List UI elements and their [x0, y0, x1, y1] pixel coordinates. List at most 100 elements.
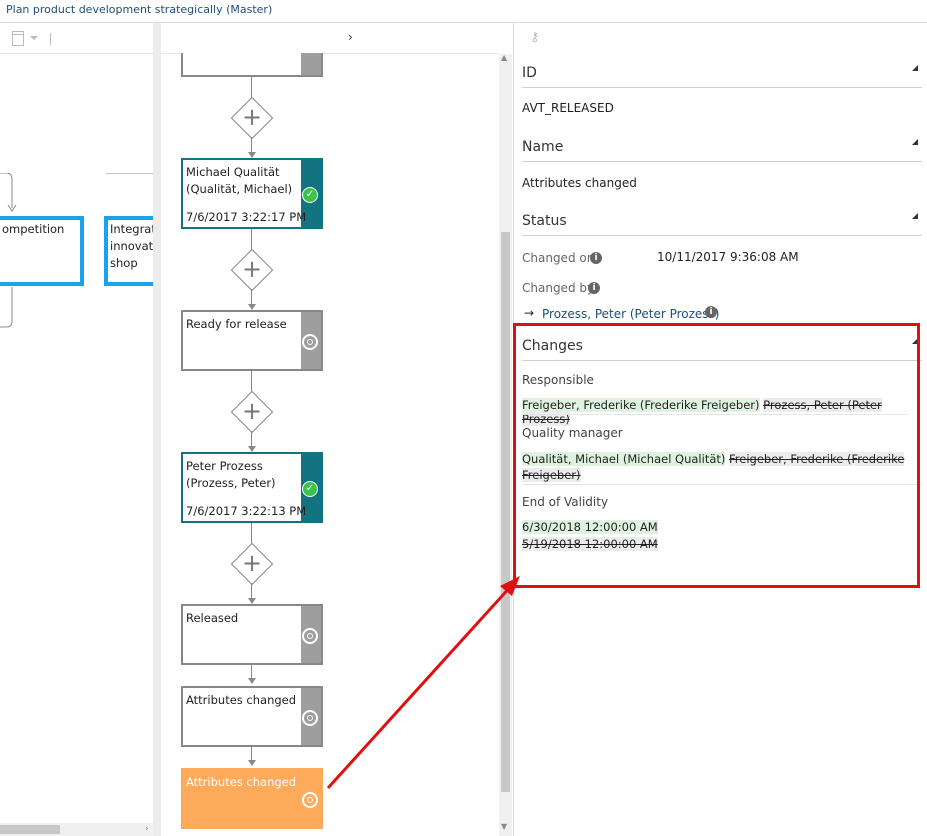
flow-step-attributes-changed[interactable]: Attributes changed: [181, 686, 323, 747]
title-bar: Plan product development strategically (…: [0, 0, 927, 23]
left-toolbar: [0, 23, 153, 54]
collapse-icon[interactable]: [912, 213, 918, 219]
pending-icon: [302, 333, 318, 350]
flow-connector: [251, 77, 252, 99]
section-title: Changes: [522, 338, 583, 354]
pending-icon: [302, 791, 318, 808]
section-header-name[interactable]: Name: [522, 135, 922, 162]
info-icon[interactable]: i: [705, 306, 717, 318]
flow-connector: [251, 289, 252, 305]
divider: [522, 484, 922, 485]
flow-connector: [251, 665, 252, 679]
change-old-value: Freigeber): [522, 468, 581, 482]
step-label: Michael Qualität (Qualität, Michael): [186, 165, 293, 196]
flow-connector: [251, 229, 252, 251]
arrow-down-icon: [248, 152, 256, 158]
horizontal-scrollbar[interactable]: ›: [0, 823, 153, 836]
section-title: Status: [522, 213, 567, 229]
scrollbar-thumb[interactable]: [501, 232, 510, 792]
key-icon[interactable]: ⚷: [530, 30, 540, 45]
changed-by-link[interactable]: Prozess, Peter (Peter Prozess): [542, 307, 720, 321]
chevron-right-icon[interactable]: ›: [145, 824, 149, 834]
section-title: Name: [522, 139, 564, 155]
process-box-competition[interactable]: ompetition: [0, 216, 84, 286]
section-header-id[interactable]: ID: [522, 61, 922, 88]
change-field-end-of-validity: End of Validity: [522, 495, 609, 509]
change-field-quality-manager: Quality manager: [522, 426, 623, 440]
flow-step-attributes-changed-current[interactable]: Attributes changed: [181, 768, 323, 829]
step-label: Peter Prozess (Prozess, Peter): [186, 459, 276, 490]
arrow-down-icon: [248, 678, 256, 684]
arrow-down-icon: [248, 304, 256, 310]
flow-connector: [251, 431, 252, 447]
info-icon[interactable]: i: [588, 282, 600, 294]
chevron-right-icon[interactable]: ›: [348, 30, 353, 44]
flow-step-previous[interactable]: [181, 53, 323, 77]
check-icon: ✓: [302, 480, 318, 497]
step-status-bar: [301, 53, 321, 75]
step-label: Attributes changed: [186, 775, 297, 789]
flow-step-michael-qualitaet[interactable]: Michael Qualität (Qualität, Michael) 7/6…: [181, 158, 323, 229]
pane-splitter[interactable]: [153, 23, 161, 836]
change-row-end-of-validity-old: 5/19/2018 12:00:00 AM: [522, 537, 658, 551]
changed-by-label: Changed by: [522, 281, 595, 295]
change-new-value: Qualität, Michael (Michael Qualität): [522, 452, 726, 466]
section-header-changes[interactable]: Changes: [522, 334, 922, 361]
plus-icon: +: [241, 549, 263, 577]
process-box-integrate[interactable]: Integrate innovatio shop: [104, 216, 164, 286]
arrow-down-icon: [248, 446, 256, 452]
scroll-down-icon[interactable]: ▼: [501, 822, 508, 831]
details-pane: ⚷ ID AVT_RELEASED Name Attributes change…: [513, 23, 927, 836]
change-row-responsible: Freigeber, Frederike (Frederike Freigebe…: [522, 398, 927, 426]
connector-lines: [0, 173, 153, 328]
arrow-right-icon: →: [524, 306, 535, 320]
scrollbar-thumb[interactable]: [0, 825, 60, 834]
scroll-up-icon[interactable]: ▲: [501, 53, 508, 62]
document-icon[interactable]: [12, 31, 24, 46]
divider: [522, 414, 908, 415]
plus-icon: +: [241, 397, 263, 425]
chevron-down-icon[interactable]: [30, 36, 38, 40]
flow-connector: [251, 137, 252, 153]
change-old-value: Freigeber, Frederike (Frederike: [729, 452, 905, 466]
toolbar-separator: [50, 33, 51, 45]
arrow-down-icon: [248, 760, 256, 766]
check-icon: ✓: [302, 186, 318, 203]
step-date: 7/6/2017 3:22:13 PM: [186, 504, 307, 518]
name-value: Attributes changed: [522, 176, 637, 190]
pending-icon: [302, 627, 318, 644]
window-title: Plan product development strategically (…: [6, 3, 273, 16]
arrow-down-icon: [248, 598, 256, 604]
collapse-icon[interactable]: [912, 139, 918, 145]
info-icon[interactable]: i: [590, 252, 602, 264]
flow-toolbar: [161, 23, 499, 54]
changed-on-value: 10/11/2017 9:36:08 AM: [657, 250, 799, 264]
flow-connector: [251, 747, 252, 761]
plus-icon: +: [241, 255, 263, 283]
left-pane: ompetition Integrate innovatio shop ›: [0, 23, 163, 836]
flow-step-released[interactable]: Released: [181, 604, 323, 665]
changed-on-label: Changed on: [522, 251, 595, 265]
flow-connector: [251, 583, 252, 599]
change-new-value: Freigeber, Frederike (Frederike Freigebe…: [522, 398, 760, 412]
section-title: ID: [522, 65, 537, 81]
id-value: AVT_RELEASED: [522, 101, 614, 115]
vertical-scrollbar[interactable]: ▲ ▼: [499, 53, 512, 836]
process-box-label: Integrate innovatio shop: [110, 222, 164, 270]
flow-connector: [251, 523, 252, 545]
change-new-value: 6/30/2018 12:00:00 AM: [522, 520, 658, 534]
change-row-quality-manager: Qualität, Michael (Michael Qualität) Fre…: [522, 452, 905, 466]
step-label: Ready for release: [186, 317, 287, 331]
step-label: Attributes changed: [186, 693, 297, 707]
highlight-box: [513, 323, 920, 588]
step-date: 7/6/2017 3:22:17 PM: [186, 210, 307, 224]
flow-step-ready-for-release[interactable]: Ready for release: [181, 310, 323, 371]
collapse-icon[interactable]: [912, 65, 918, 71]
flow-step-peter-prozess[interactable]: Peter Prozess (Prozess, Peter) 7/6/2017 …: [181, 452, 323, 523]
section-header-status[interactable]: Status: [522, 209, 922, 236]
change-row-end-of-validity-new: 6/30/2018 12:00:00 AM: [522, 520, 658, 534]
flow-pane: + Michael Qualität (Qualität, Michael) 7…: [161, 23, 499, 836]
process-box-label: ompetition: [2, 222, 65, 236]
change-row-quality-manager-cont: Freigeber): [522, 468, 581, 482]
flow-connector: [251, 371, 252, 393]
